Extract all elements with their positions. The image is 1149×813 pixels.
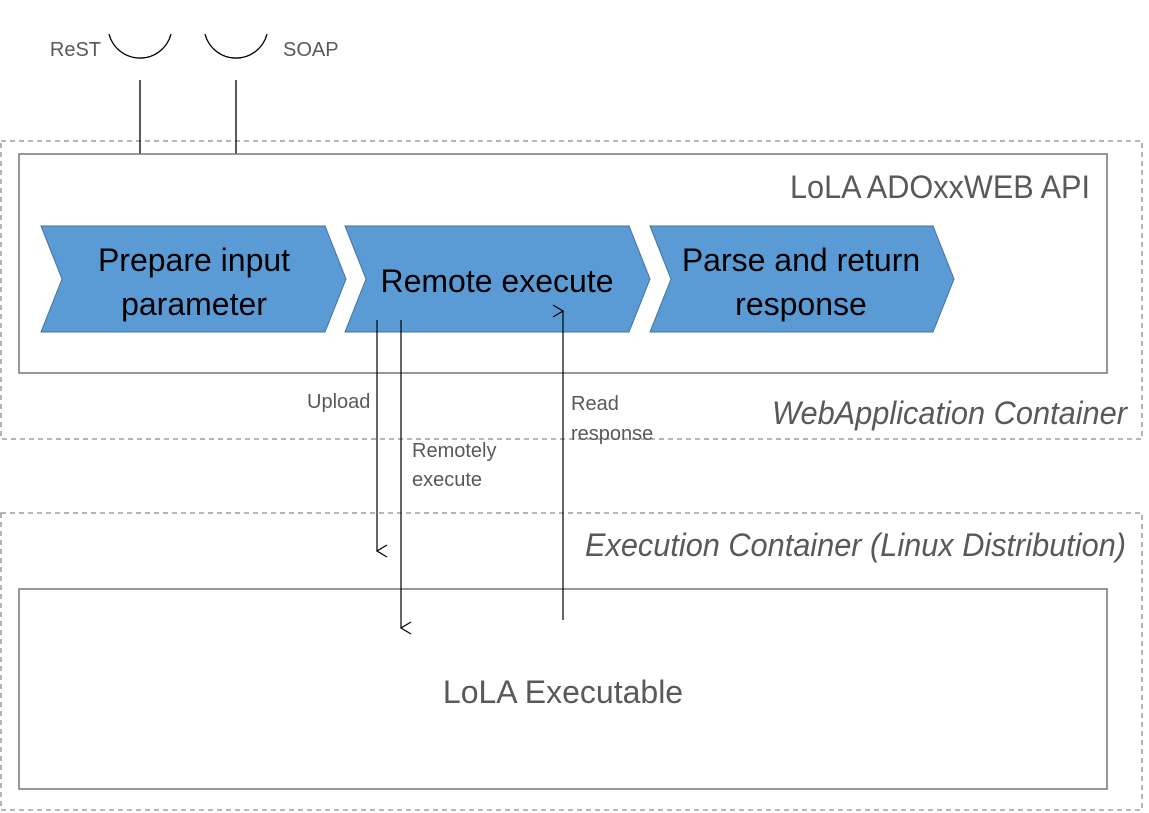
rest-interface xyxy=(108,33,172,154)
api-title: LoLA ADOxxWEB API xyxy=(790,169,1090,205)
step-prepare-label-line2: parameter xyxy=(121,286,267,322)
remote-execute-label-line2: execute xyxy=(412,469,482,491)
upload-label: Upload xyxy=(307,391,370,413)
step-parse-chevron xyxy=(649,225,955,333)
step-prepare-chevron xyxy=(40,225,347,333)
execution-container xyxy=(0,512,1143,811)
rest-socket-icon xyxy=(108,33,172,59)
remote-execute-label-line1: Remotely xyxy=(412,440,496,462)
webapp-container xyxy=(0,140,1143,440)
step-parse-label-line1: Parse and return xyxy=(682,242,920,278)
step-remote-chevron xyxy=(344,225,651,333)
soap-label: SOAP xyxy=(283,39,339,61)
step-prepare-label-line1: Prepare input xyxy=(98,242,290,278)
rest-label: ReST xyxy=(50,39,101,61)
execution-container-label: Execution Container (Linux Distribution) xyxy=(585,527,1126,563)
webapp-container-label: WebApplication Container xyxy=(772,395,1128,431)
soap-socket-icon xyxy=(204,33,268,59)
executable-label: LoLA Executable xyxy=(443,674,683,710)
read-response-label-line1: Read xyxy=(571,393,619,415)
soap-interface xyxy=(204,33,268,154)
read-response-label-line2: response xyxy=(571,423,653,445)
step-remote-label: Remote execute xyxy=(380,263,613,299)
executable-box xyxy=(18,588,1108,790)
step-parse-label-line2: response xyxy=(735,286,867,322)
